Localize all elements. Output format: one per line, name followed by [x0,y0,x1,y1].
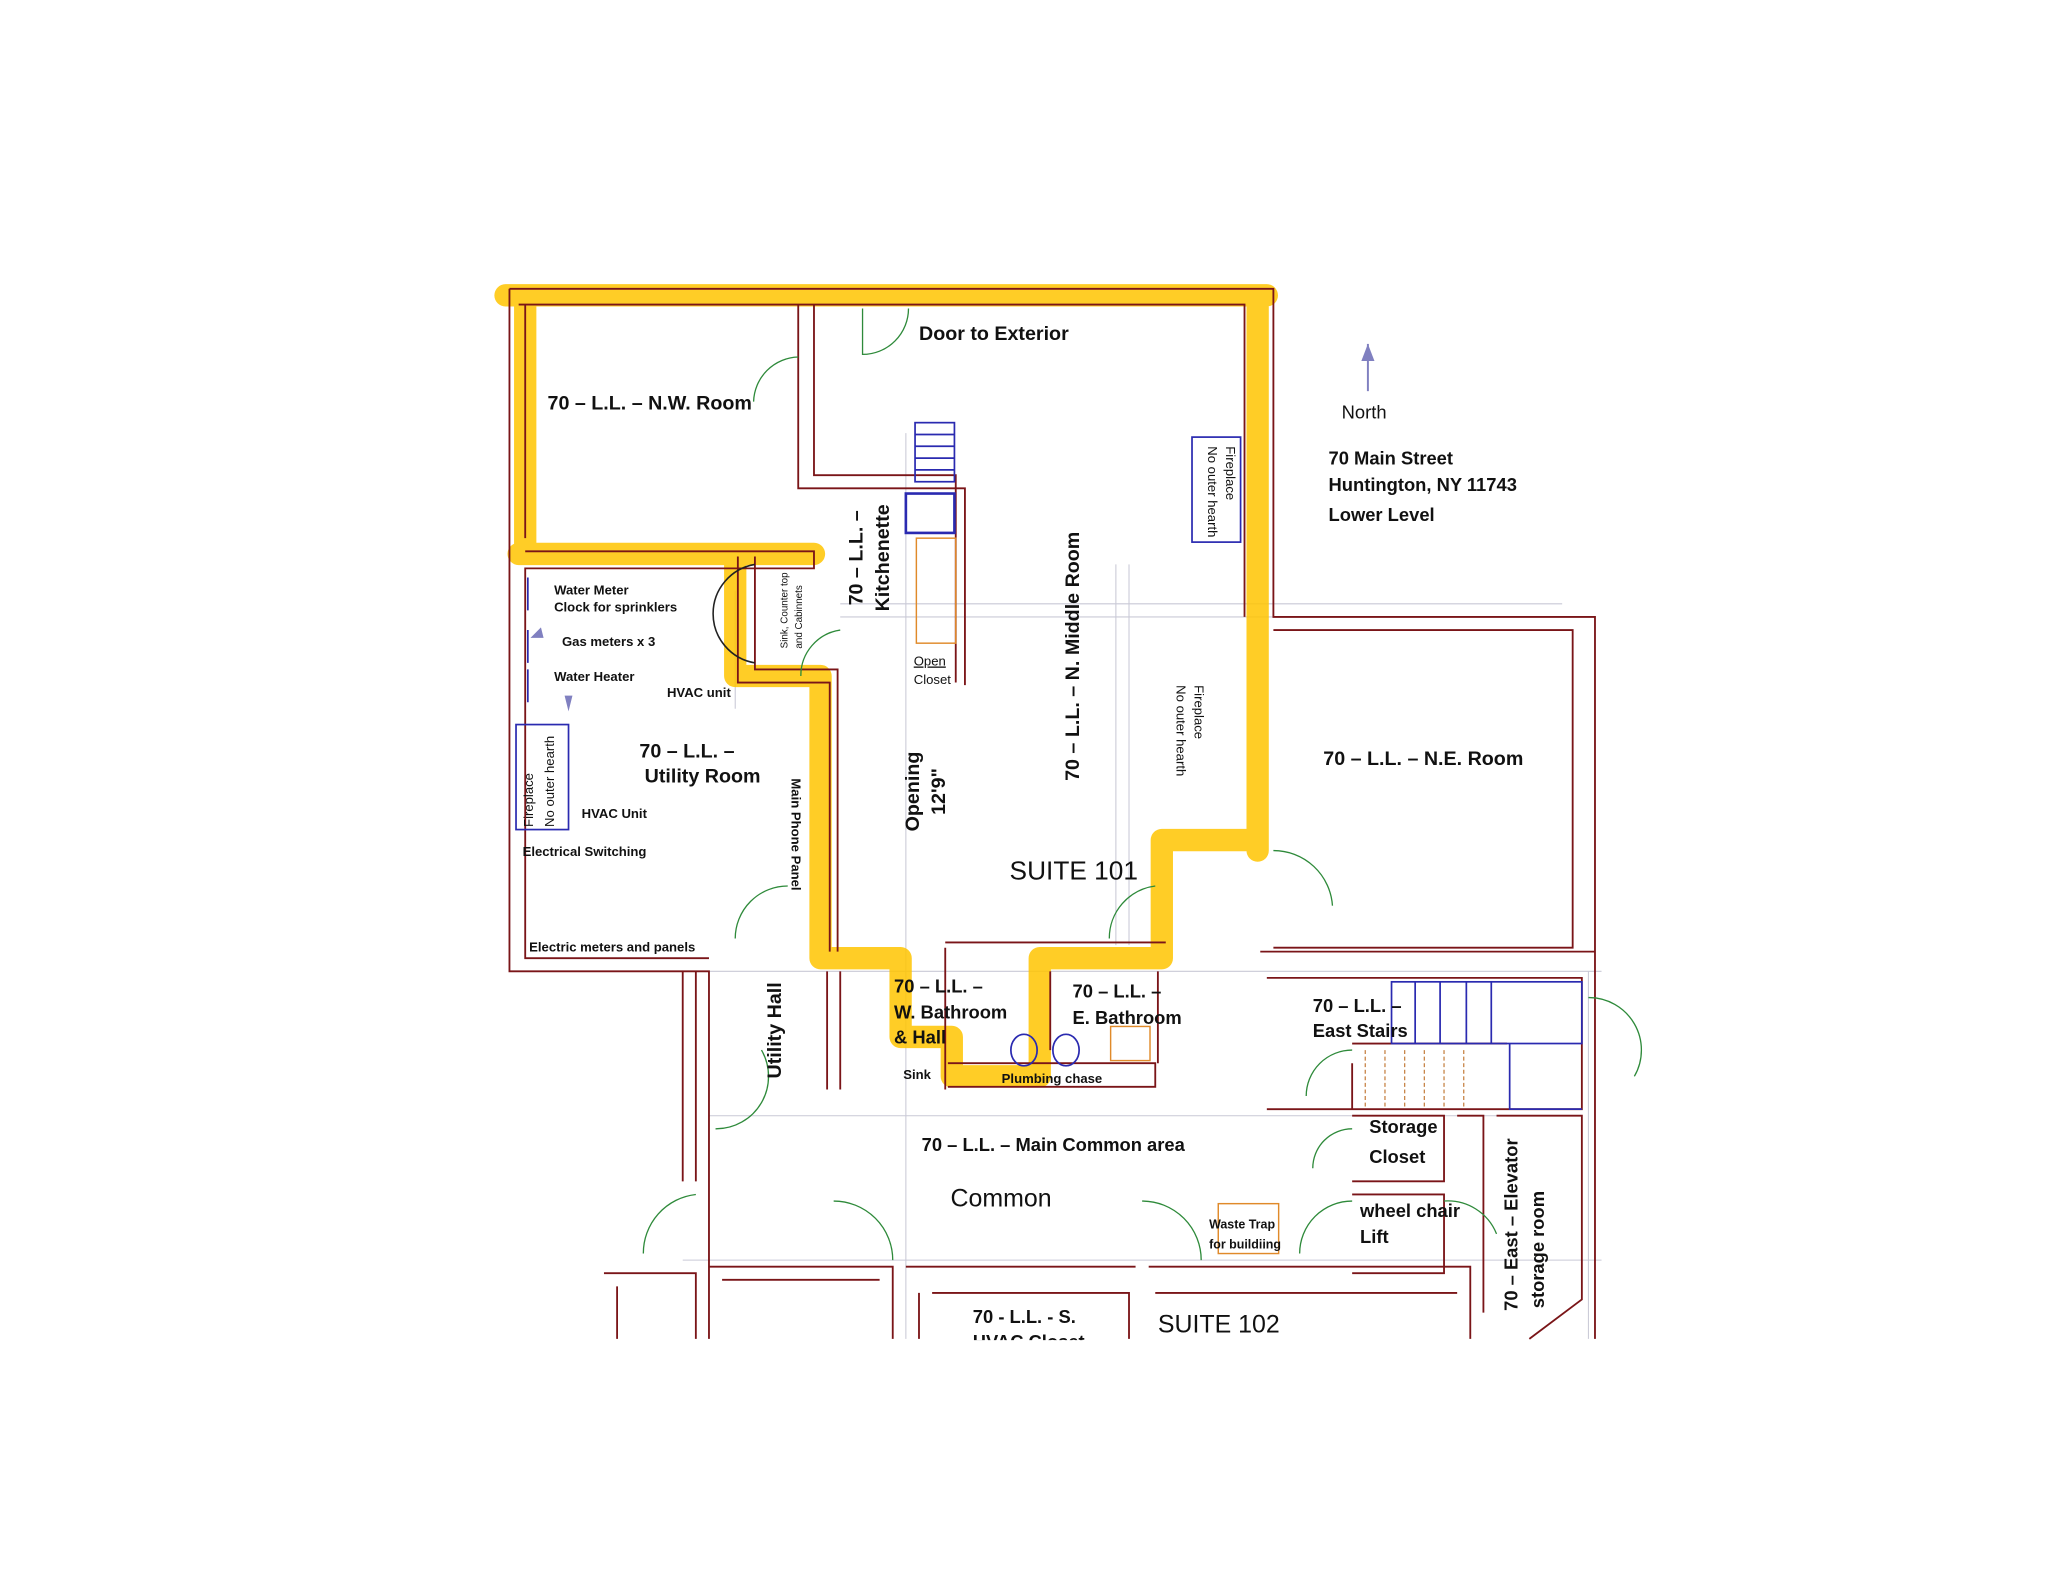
label-fireplace-2: Fireplace [521,773,536,827]
label-door-to-exterior: Door to Exterior [919,323,1069,345]
label-hearth-1: No outer hearth [1205,446,1220,537]
address-line2: Huntington, NY 11743 [1329,474,1517,495]
label-common: Common [950,1184,1051,1212]
address-line3: Lower Level [1329,504,1435,525]
label-electrical-switching: Electrical Switching [523,844,647,859]
label-w-bathroom-3: & Hall [894,1027,946,1048]
label-water-meter: Water Meter [554,583,629,598]
label-fireplace-1: Fireplace [1223,446,1238,500]
label-suite-101: SUITE 101 [1010,855,1138,885]
label-sink: Sink [903,1067,931,1082]
label-main-common: 70 – L.L. – Main Common area [922,1134,1186,1155]
labels: Door to Exterior 70 – L.L. – N.W. Room N… [521,323,1548,1352]
label-utility-room-2: Utility Room [645,765,761,787]
label-utility-hall: Utility Hall [764,982,786,1078]
label-kitchenette-1: 70 – L.L. – [846,510,868,605]
label-sink-counter-1: Sink, Counter top [780,572,791,648]
label-elevator-1: 70 – East – Elevator [1501,1138,1522,1310]
label-hvac-unit-1: HVAC unit [667,685,731,700]
label-e-bathroom-1: 70 – L.L. – [1073,981,1162,1002]
label-elevator-2: storage room [1527,1191,1548,1308]
label-north: North [1342,402,1387,423]
label-storage: Storage [1369,1116,1437,1137]
label-water-heater: Water Heater [554,669,634,684]
label-clock-sprinklers: Clock for sprinklers [554,600,677,615]
label-main-phone-panel: Main Phone Panel [789,778,804,890]
label-w-bathroom-2: W. Bathroom [894,1002,1007,1023]
label-east-stairs-1: 70 – L.L. – [1313,995,1402,1016]
label-opening-2: 12'9" [928,768,950,815]
label-lift: Lift [1360,1226,1389,1247]
label-opening-1: Opening [902,752,924,832]
label-wheelchair: wheel chair [1359,1200,1460,1221]
walls [508,287,1596,1340]
label-s-hvac-1: 70 - L.L. - S. [973,1306,1076,1327]
label-waste-trap-1: Waste Trap [1209,1218,1275,1232]
label-ne-room: 70 – L.L. – N.E. Room [1323,748,1523,770]
label-gas-meters: Gas meters x 3 [562,634,655,649]
address-line1: 70 Main Street [1329,448,1453,469]
label-hvac-unit-2: HVAC Unit [582,806,648,821]
label-middle-room: 70 – L.L. – N. Middle Room [1062,532,1084,781]
label-closet: Closet [914,672,952,687]
label-suite-102: SUITE 102 [1158,1310,1280,1338]
label-closet-2: Closet [1369,1146,1425,1167]
label-plumbing-chase: Plumbing chase [1002,1071,1103,1086]
label-open: Open [914,653,946,668]
label-kitchenette-2: Kitchenette [872,504,894,611]
label-east-stairs-2: East Stairs [1313,1020,1408,1041]
label-nw-room: 70 – L.L. – N.W. Room [548,393,752,415]
suite-101-highlight [494,284,1278,1088]
doors [642,308,1643,1261]
label-utility-room-1: 70 – L.L. – [639,740,734,762]
label-w-bathroom-1: 70 – L.L. – [894,975,983,996]
label-waste-trap-2: for buildiing [1209,1237,1281,1251]
label-fireplace-3: Fireplace [1192,685,1207,739]
label-e-bathroom-2: E. Bathroom [1073,1007,1182,1028]
fixtures [515,343,1583,1255]
label-s-hvac-2: HVAC Closet [973,1331,1085,1352]
label-hearth-3: No outer hearth [1173,685,1188,776]
label-electric-meters: Electric meters and panels [529,940,695,955]
label-hearth-2: No outer hearth [542,736,557,827]
label-sink-counter-2: and Cabinnets [794,585,805,648]
